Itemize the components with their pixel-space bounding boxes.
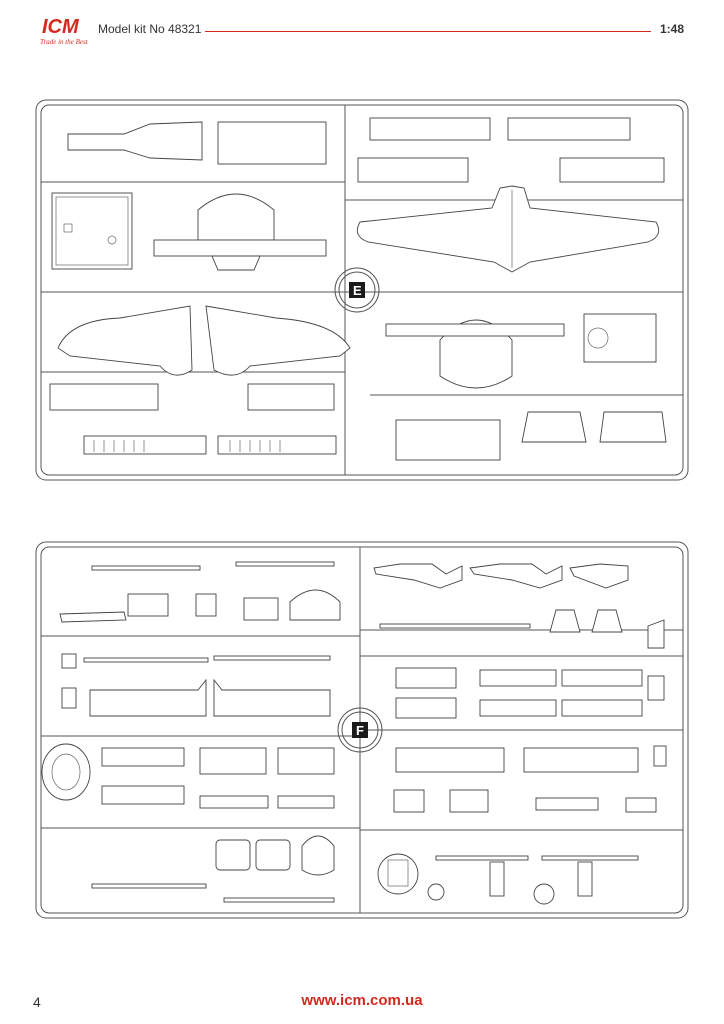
scale-label: 1:48	[660, 22, 685, 36]
sprue-e-letter: E	[353, 283, 362, 298]
sprue-f-letter: F	[356, 723, 364, 738]
page-header: ICM Trade in the Best Model kit No 48321…	[0, 0, 724, 60]
sprue-f-frame	[35, 541, 689, 919]
sprue-f-parts	[41, 561, 667, 905]
logo-brand: ICM	[42, 16, 79, 38]
header-divider	[205, 31, 651, 32]
sprue-e-parts	[49, 117, 667, 461]
sprue-e-badge: E	[334, 267, 380, 313]
icm-logo: ICM Trade in the Best	[28, 16, 88, 50]
logo-tagline: Trade in the Best	[40, 38, 88, 46]
website-link[interactable]: www.icm.com.ua	[301, 992, 423, 1009]
page-number: 4	[33, 994, 41, 1010]
model-kit-number: Model kit No 48321	[98, 22, 202, 36]
sprue-f-badge: F	[337, 707, 383, 753]
